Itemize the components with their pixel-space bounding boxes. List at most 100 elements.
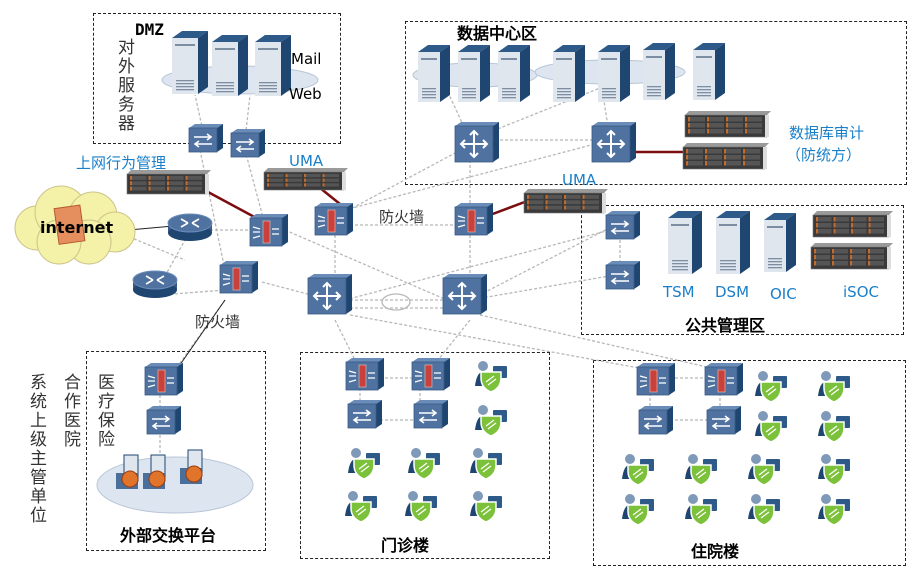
network-link (469, 274, 616, 301)
inpatient-title: 住院楼 (691, 542, 740, 561)
outpatient-firewall-2-icon (411, 358, 450, 391)
outpatient-terminal-3-icon (348, 448, 380, 480)
mail-label: Mail (291, 50, 322, 68)
zone-outpatient (300, 352, 550, 559)
dmz-server-2-icon (212, 35, 248, 96)
uplink-red (489, 198, 531, 217)
dmz-server-mail-web-icon (255, 35, 291, 96)
firewall-top-label: 防火墙 (379, 208, 425, 226)
core-switch-left-icon (307, 274, 352, 315)
network-link (429, 319, 471, 371)
firewall-edge-bottom-icon (219, 261, 258, 294)
uma-left-label: UMA (289, 152, 324, 170)
db-audit-sub-label: （防统方） (786, 146, 862, 164)
inpatient-terminal-8-icon (818, 454, 850, 486)
outpatient-terminal-6-icon (345, 491, 377, 523)
isoc-storage-2-icon (810, 243, 893, 270)
network-link (479, 314, 721, 371)
inpatient-terminal-5-icon (622, 454, 654, 486)
firewall-left-label: 防火墙 (195, 313, 241, 331)
internet-label: internet (40, 218, 114, 237)
datacenter-server-7-icon (693, 43, 725, 100)
isoc-label: iSOC (843, 283, 879, 301)
public-mgmt-switch-2-icon (605, 261, 640, 290)
db-audit-storage-2-icon (682, 143, 769, 170)
inpatient-terminal-9-icon (622, 494, 654, 526)
firewall-edge-top-icon (249, 214, 288, 247)
network-link (159, 239, 186, 286)
inpatient-switch-2-icon (706, 406, 741, 435)
oic-server-icon (764, 213, 796, 272)
inpatient-terminal-12-icon (818, 494, 850, 526)
inpatient-firewall-2-icon (704, 363, 743, 396)
network-link (199, 149, 226, 271)
inpatient-switch-1-icon (638, 406, 673, 435)
exchange-workstation-1-icon (116, 454, 139, 489)
network-link (344, 229, 611, 301)
uma-center-label: UMA (562, 171, 597, 189)
core-switch-right-icon (442, 274, 487, 315)
exchange-workstation-2-icon (143, 454, 166, 489)
outpatient-switch-2-icon (413, 400, 448, 429)
outpatient-terminal-1-icon (475, 361, 507, 393)
network-link (174, 299, 226, 371)
datacenter-server-2-icon (458, 45, 490, 102)
datacenter-server-6-icon (643, 43, 675, 100)
web-label: Web (289, 85, 322, 103)
outpatient-title: 门诊楼 (381, 536, 430, 555)
zone-external-exchange (86, 351, 266, 551)
partner-hospital-label: 合作医院 (60, 373, 80, 449)
dmz-server-1-icon (172, 31, 208, 94)
isoc-storage-1-icon (812, 211, 893, 238)
datacenter-core-switch-left-icon (454, 122, 499, 163)
dmz-title: DMZ (135, 20, 164, 39)
dmz-switch-2-icon (230, 129, 265, 158)
tsm-server-icon (668, 211, 702, 274)
outpatient-terminal-2-icon (475, 405, 507, 437)
exchange-firewall-icon (144, 363, 183, 396)
internet-cloud-icon (14, 185, 136, 265)
inpatient-terminal-7-icon (748, 454, 780, 486)
datacenter-server-3-icon (498, 45, 530, 102)
firewall-core-right-icon (454, 203, 493, 236)
link-aggregation-ring (381, 293, 411, 311)
outpatient-firewall-1-icon (345, 358, 384, 391)
uma-center-appliance-icon (523, 189, 608, 214)
network-link (329, 144, 471, 221)
network-link (469, 224, 616, 301)
superior-unit-label: 系统上级主管单位 (26, 373, 46, 525)
network-link (261, 281, 331, 301)
web-behavior-label: 上网行为管理 (76, 154, 167, 172)
dmz-switch-1-icon (188, 124, 223, 153)
external-exchange-title: 外部交换平台 (120, 526, 217, 545)
outpatient-terminal-5-icon (470, 448, 502, 480)
inpatient-terminal-4-icon (818, 411, 850, 443)
outpatient-switch-1-icon (347, 400, 382, 429)
inpatient-terminal-3-icon (755, 411, 787, 443)
datacenter-title: 数据中心区 (457, 24, 538, 43)
network-link (344, 139, 611, 211)
web-behavior-appliance-icon (126, 170, 211, 195)
outpatient-terminal-4-icon (408, 448, 440, 480)
network-link (174, 299, 226, 373)
network-link (244, 149, 266, 226)
router-top-icon (167, 213, 213, 241)
tsm-label: TSM (663, 283, 695, 301)
datacenter-server-4-icon (553, 45, 585, 102)
exchange-switch-icon (146, 406, 181, 435)
datacenter-server-5-icon (598, 45, 630, 102)
db-audit-label: 数据库审计 (789, 124, 865, 142)
gateway-firewall-glyph (53, 204, 86, 245)
dmz-side-label: 对外服务器 (114, 38, 134, 133)
datacenter-server-1-icon (418, 45, 450, 102)
firewall-core-left-icon (314, 203, 353, 236)
router-bottom-icon (132, 270, 178, 298)
dsm-server-icon (716, 211, 750, 274)
inpatient-terminal-1-icon (755, 371, 787, 403)
zone-datacenter (405, 21, 907, 185)
outpatient-terminal-8-icon (470, 491, 502, 523)
public-mgmt-switch-1-icon (605, 211, 640, 240)
outpatient-terminal-7-icon (405, 491, 437, 523)
oic-label: OIC (770, 285, 797, 303)
